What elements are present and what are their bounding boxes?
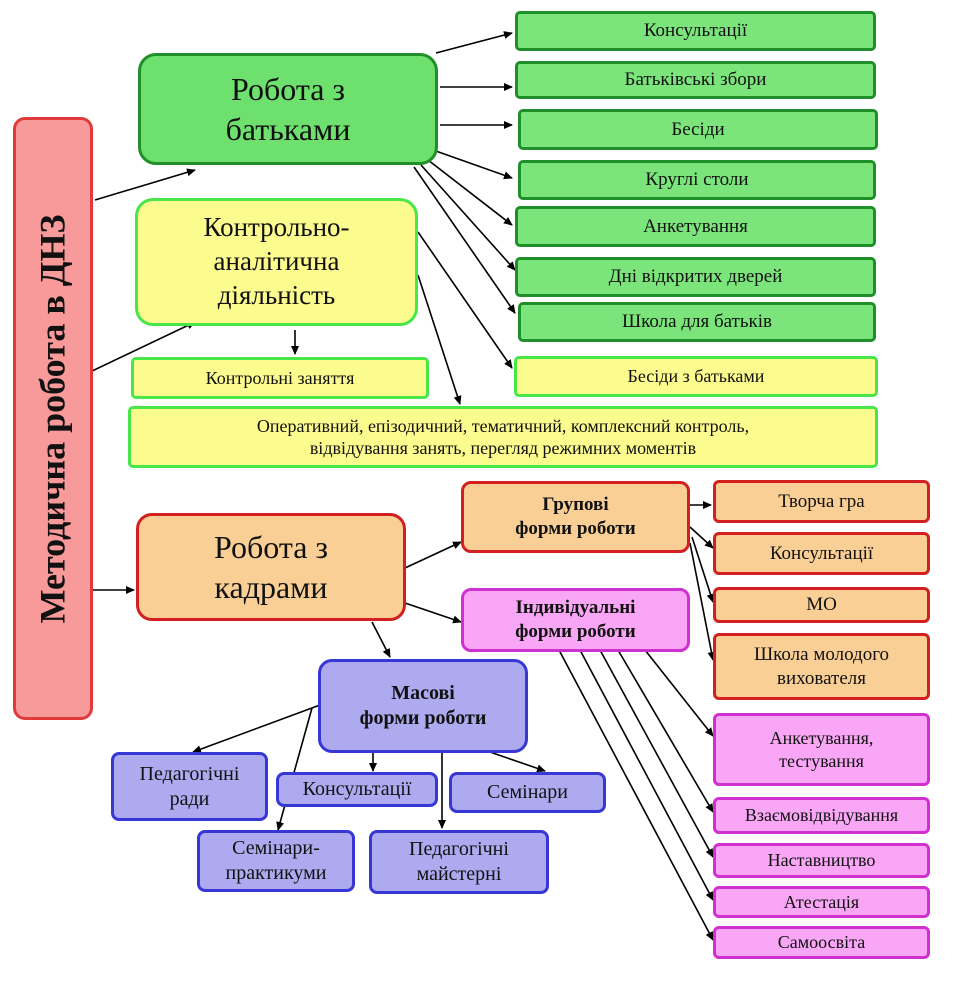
arrow-staff-individual [404, 602, 462, 624]
individual-item-mentoring: Наставництво [713, 843, 930, 878]
control-node: Контрольно- аналітична діяльність [135, 198, 418, 326]
control-lessons: Контрольні заняття [131, 357, 429, 399]
parents-item-school: Школа для батьків [518, 302, 876, 342]
mass-item-pedagogical-councils: Педагогічні ради [111, 752, 268, 821]
group-item-young-teacher-school: Школа молодого вихователя [713, 633, 930, 700]
parents-item-open-days: Дні відкритих дверей [515, 257, 876, 297]
parents-item-survey: Анкетування [515, 206, 876, 247]
individual-forms-node: Індивідуальні форми роботи [461, 588, 690, 652]
individual-item-mutual-visits: Взаємовідвідування [713, 797, 930, 834]
main-title: Методична робота в ДНЗ [32, 213, 73, 624]
arrow-control-talks [417, 231, 513, 369]
mass-forms-node: Масові форми роботи [318, 659, 528, 753]
arrow-parents-4 [432, 149, 513, 180]
group-item-creative-game: Творча гра [713, 480, 930, 523]
arrow-group-2 [689, 526, 714, 549]
talks-with-parents: Бесіди з батьками [514, 356, 878, 397]
mass-item-consultations: Консультації [276, 772, 438, 807]
parents-item-meetings: Батьківські збори [515, 61, 876, 99]
parents-item-consultations: Консультації [515, 11, 876, 51]
group-forms-node: Групові форми роботи [461, 481, 690, 553]
arrow-parents-6 [420, 164, 516, 271]
arrow-parents-1 [435, 31, 513, 54]
individual-item-self-education: Самоосвіта [713, 926, 930, 959]
arrow-mass-3 [489, 751, 546, 773]
arrow-staff-group [404, 541, 462, 569]
parents-node: Робота з батьками [138, 53, 438, 165]
arrow-individual-1 [644, 649, 714, 737]
arrow-group-4 [689, 542, 716, 661]
individual-item-survey: Анкетування, тестування [713, 713, 930, 786]
staff-node: Робота з кадрами [136, 513, 406, 621]
individual-item-attestation: Атестація [713, 886, 930, 918]
arrow-mass-1 [192, 704, 321, 753]
main-title-box: Методична робота в ДНЗ [13, 117, 93, 720]
mass-item-workshops: Семінари- практикуми [197, 830, 355, 892]
control-types: Оперативний, епізодичний, тематичний, ко… [128, 406, 878, 468]
arrow-staff-mass [371, 621, 391, 658]
group-item-consultations: Консультації [713, 532, 930, 575]
parents-item-round-tables: Круглі столи [518, 160, 876, 200]
arrow-main-parents [94, 168, 196, 201]
arrow-mass-4 [276, 707, 313, 831]
arrow-parents-5 [427, 159, 513, 226]
arrow-parents-7 [413, 166, 516, 314]
group-item-mo: МО [713, 587, 930, 623]
arrow-individual-2 [617, 649, 714, 813]
mass-item-seminars: Семінари [449, 772, 606, 813]
arrow-group-3 [691, 536, 715, 603]
parents-item-talks: Бесіди [518, 109, 878, 150]
mass-item-pedagogical-studios: Педагогічні майстерні [369, 830, 549, 894]
arrow-individual-3 [599, 649, 714, 858]
